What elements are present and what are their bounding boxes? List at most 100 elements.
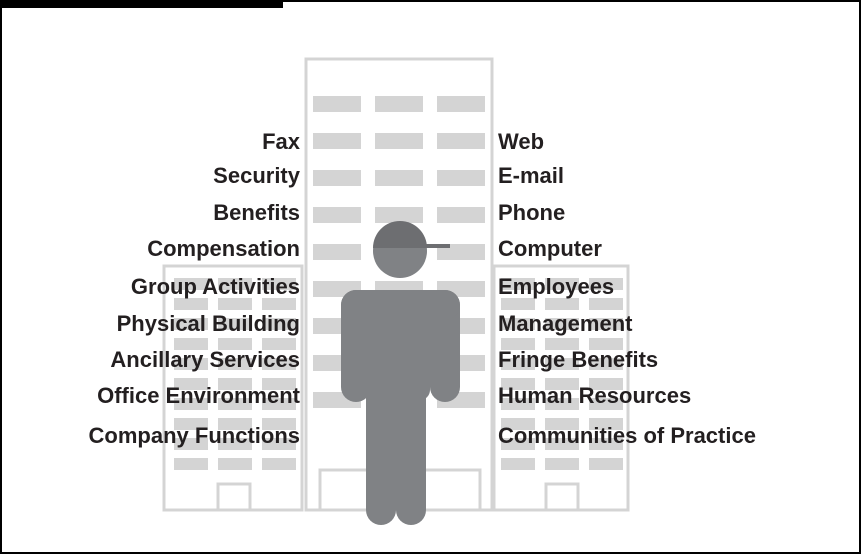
building-window	[545, 438, 579, 450]
building-window	[545, 318, 579, 330]
building-window	[218, 438, 252, 450]
building-window	[313, 170, 361, 186]
building-window	[501, 438, 535, 450]
building-window	[545, 378, 579, 390]
building-window	[262, 318, 296, 330]
building-window	[589, 418, 623, 430]
right-office-building-icon	[492, 264, 630, 512]
building-window	[437, 133, 485, 149]
left-label-9: Company Functions	[88, 423, 300, 448]
building-window	[218, 318, 252, 330]
building-window	[218, 398, 252, 410]
building-window	[262, 438, 296, 450]
building-window	[501, 358, 535, 370]
building-window	[174, 418, 208, 430]
building-window	[437, 170, 485, 186]
left-label-6: Physical Building	[116, 311, 300, 336]
building-window	[501, 278, 535, 290]
building-window	[545, 298, 579, 310]
building-window	[313, 244, 361, 260]
right-label-2: E-mail	[498, 163, 565, 188]
building-window	[262, 378, 296, 390]
left-office-building-icon	[162, 264, 304, 512]
building-window	[589, 398, 623, 410]
building-window	[375, 170, 423, 186]
building-window	[501, 398, 535, 410]
building-window	[375, 96, 423, 112]
building-window	[501, 318, 535, 330]
building-window	[501, 298, 535, 310]
building-window	[174, 438, 208, 450]
left-label-5: Group Activities	[130, 274, 300, 299]
right-label-4: Computer	[498, 236, 602, 261]
building-door	[544, 482, 580, 512]
building-window	[589, 358, 623, 370]
building-window	[589, 378, 623, 390]
building-window	[262, 398, 296, 410]
person-cap-brim	[400, 244, 450, 248]
building-window	[501, 378, 535, 390]
building-window	[218, 338, 252, 350]
right-label-6: Management	[498, 311, 633, 336]
building-door	[216, 482, 252, 512]
right-label-3: Phone	[498, 200, 566, 225]
building-window	[589, 278, 623, 290]
building-window	[545, 278, 579, 290]
building-window	[174, 398, 208, 410]
right-label-1: Web	[498, 129, 545, 154]
left-label-3: Benefits	[213, 200, 300, 225]
building-window	[174, 338, 208, 350]
building-window	[589, 318, 623, 330]
building-window	[262, 358, 296, 370]
right-label-9: Communities of Practice	[498, 423, 756, 448]
building-window	[545, 338, 579, 350]
right-label-8: Human Resources	[498, 383, 692, 408]
building-window	[218, 418, 252, 430]
building-window	[174, 378, 208, 390]
building-window	[375, 133, 423, 149]
left-label-4: Compensation	[147, 236, 300, 261]
building-window	[375, 207, 423, 223]
building-window	[313, 96, 361, 112]
building-window	[262, 458, 296, 470]
right-label-7: Fringe Benefits	[498, 347, 659, 372]
building-window	[589, 458, 623, 470]
building-window	[174, 358, 208, 370]
building-window	[545, 458, 579, 470]
building-window	[501, 458, 535, 470]
building-window	[218, 378, 252, 390]
building-window	[218, 278, 252, 290]
right-label-5: Employees	[498, 274, 615, 299]
top-rule	[0, 0, 861, 2]
building-window	[174, 298, 208, 310]
building-window	[437, 207, 485, 223]
building-window	[437, 96, 485, 112]
building-window	[174, 318, 208, 330]
building-window	[174, 458, 208, 470]
left-label-8: Office Environment	[97, 383, 300, 408]
person-shoulders	[341, 290, 460, 320]
building-window	[545, 398, 579, 410]
top-bar-tab	[0, 0, 283, 8]
building-window	[313, 207, 361, 223]
building-window	[262, 298, 296, 310]
building-window	[501, 418, 535, 430]
building-window	[218, 458, 252, 470]
building-window	[501, 338, 535, 350]
building-window	[262, 338, 296, 350]
person-cap	[373, 221, 427, 248]
left-label-7: Ancillary Services	[110, 347, 300, 372]
building-window	[174, 278, 208, 290]
person-with-cap-icon	[341, 221, 460, 525]
building-window	[589, 438, 623, 450]
building-window	[545, 418, 579, 430]
building-window	[589, 338, 623, 350]
building-window	[262, 278, 296, 290]
left-label-2: Security	[213, 163, 300, 188]
building-window	[313, 133, 361, 149]
building-window	[545, 358, 579, 370]
left-label-1: Fax	[262, 129, 300, 154]
building-window	[218, 358, 252, 370]
